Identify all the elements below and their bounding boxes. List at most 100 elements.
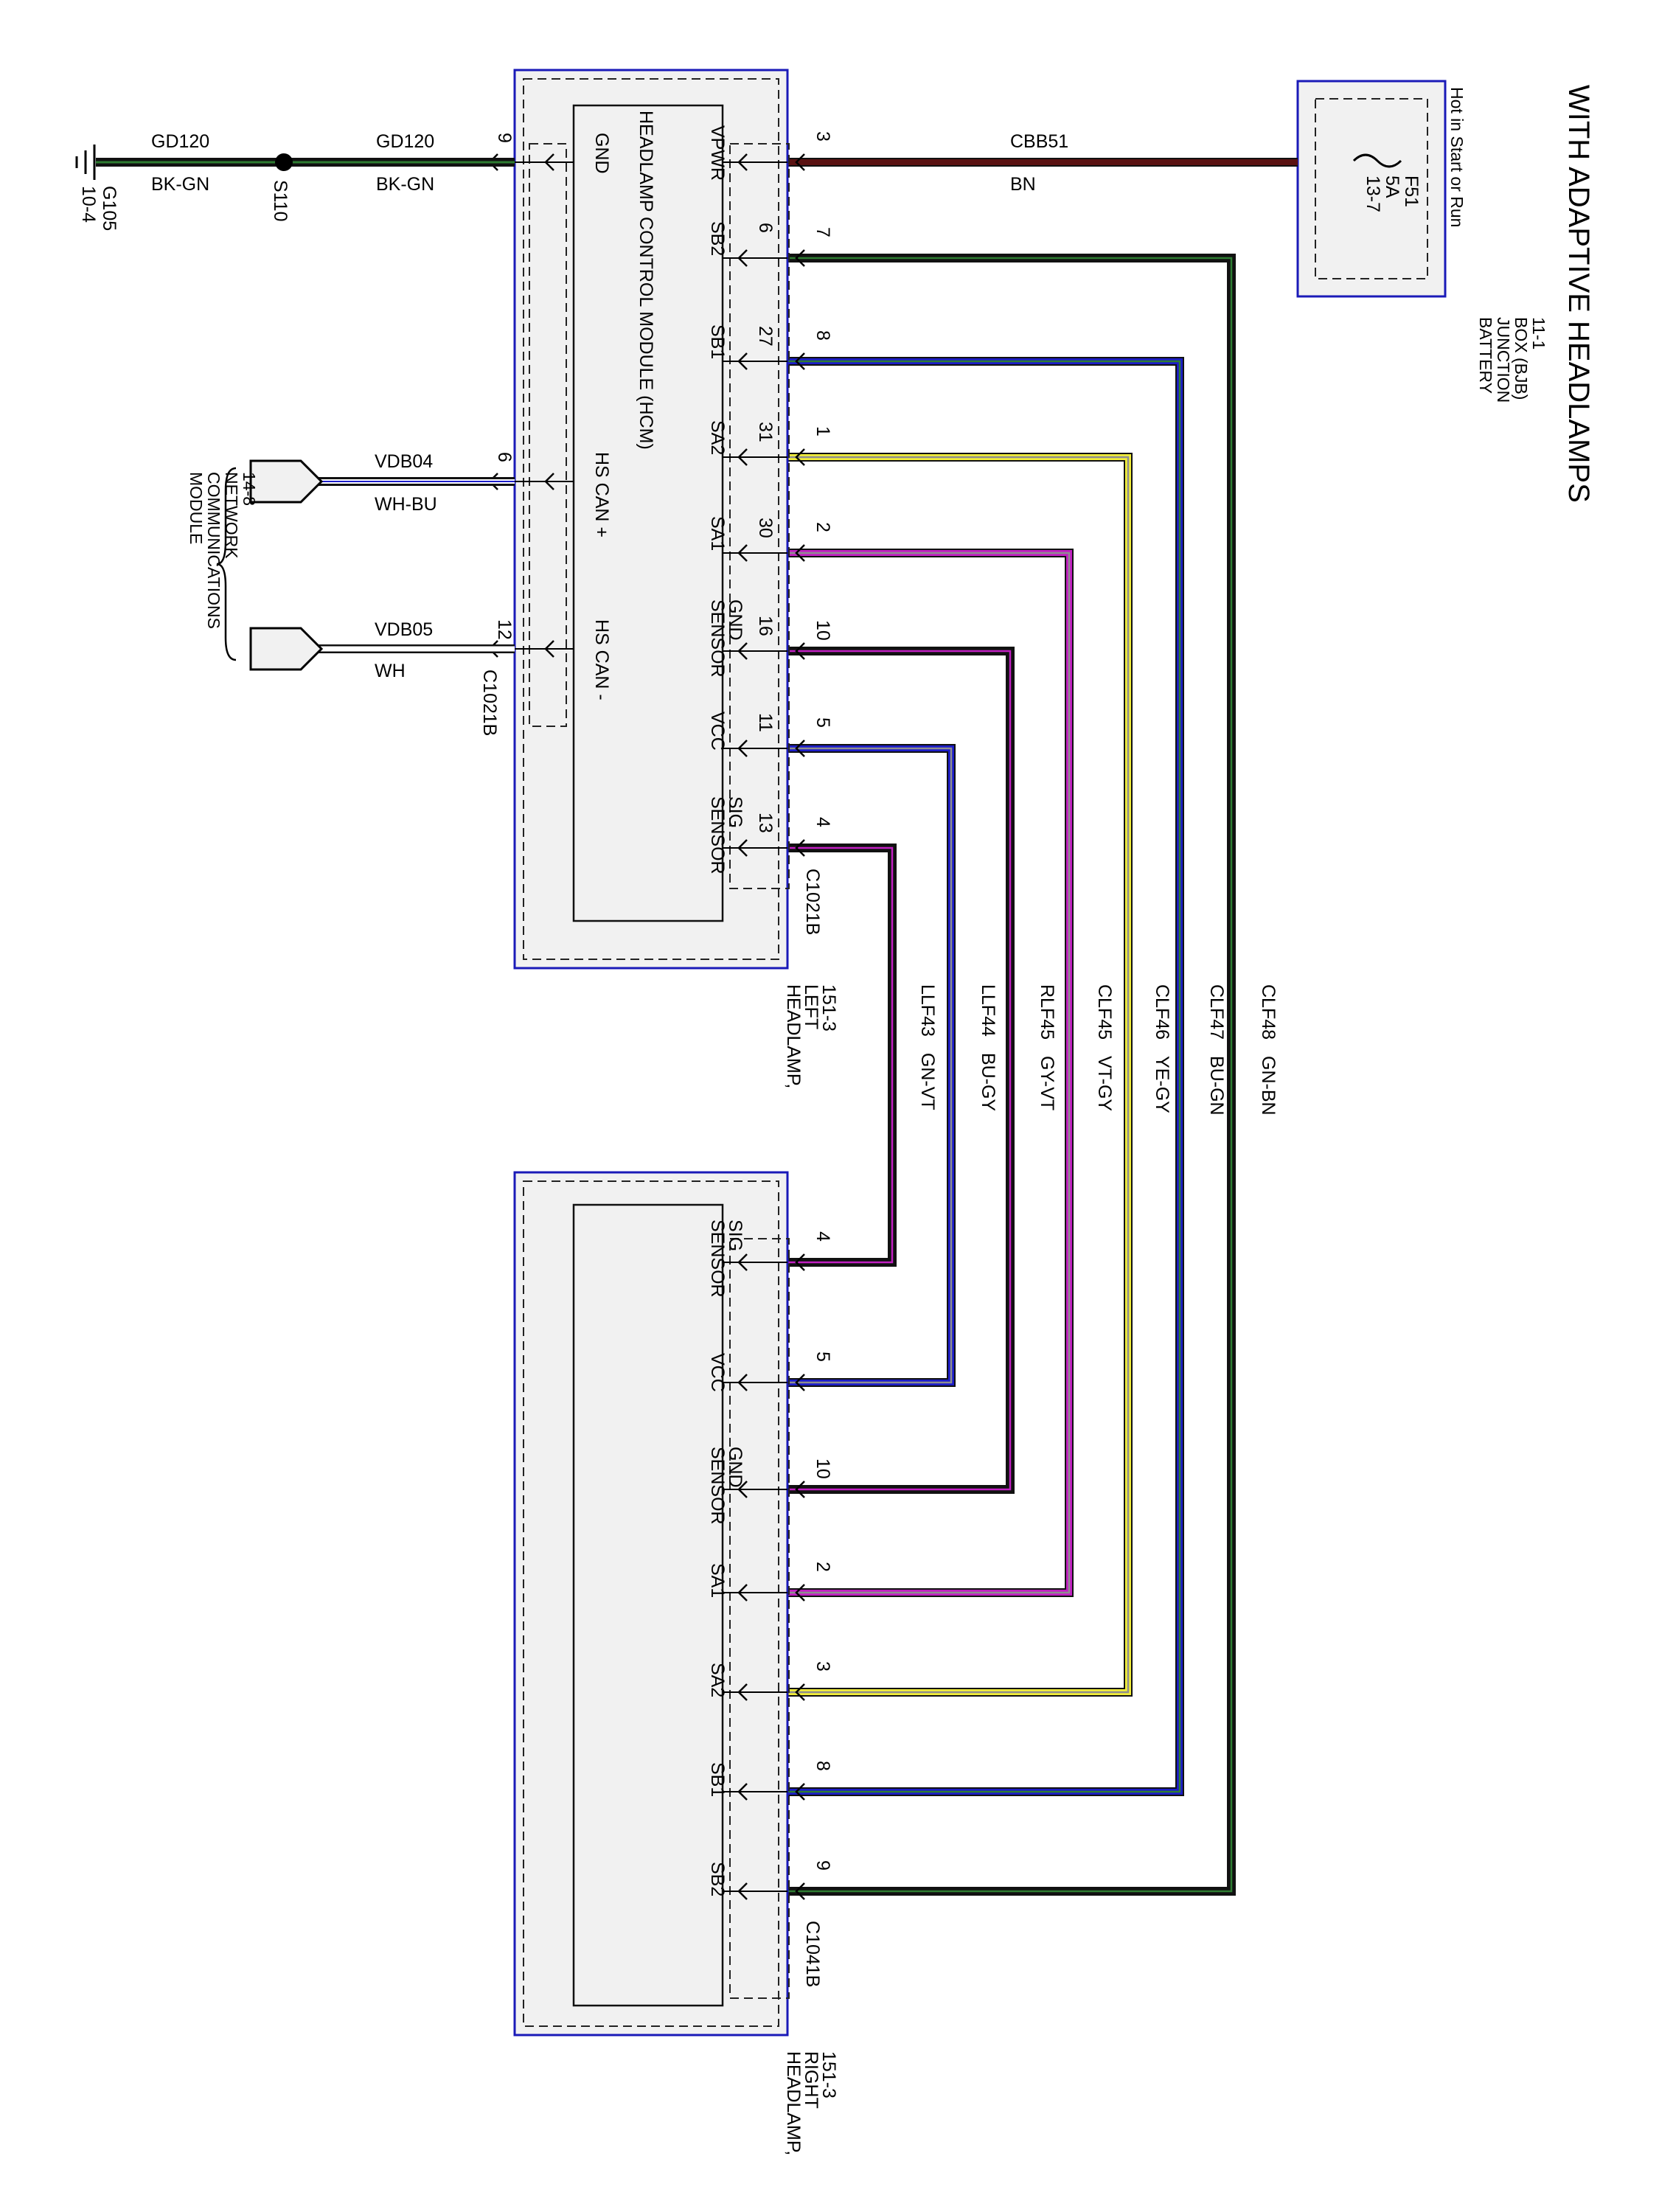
hcm-pin-name: SENSORGND [707,599,745,678]
hcm-outer-pin: 4 [813,817,833,827]
cbb51-color: BN [1010,174,1036,195]
bjb-hot-label: Hot in Start or Run [1447,87,1467,227]
pin-arrow-icon [737,740,748,757]
pin-arrow-icon [737,249,748,267]
hcm-pin-name: SA2 [707,420,728,455]
pin-arrow-icon [795,1882,805,1900]
ground-ref: 10-4 [78,186,99,223]
ground-circuit-left: GD120 [151,131,209,152]
fuse-icon [1352,153,1402,168]
pin-arrow-icon [795,1683,805,1701]
hcm-connector-label-left: C1021B [479,669,500,736]
wire-llf43 [787,844,897,1267]
pin-arrow-icon [737,1882,748,1900]
hcm-left-pin-name: HS CAN - [591,619,612,700]
pin-arrow-icon [737,1683,748,1701]
pin-arrow-icon [795,642,805,660]
pin-arrow-icon [795,1253,805,1271]
rh-outer-pin: 10 [813,1458,833,1479]
pin-arrow-icon [795,544,805,562]
pin-arrow-icon [795,1481,805,1498]
hcm-outer-pin: 3 [813,131,833,142]
rh-outer-pin: 5 [813,1352,833,1362]
rh-pin-name: VCC [707,1353,728,1392]
wire-clf47 [787,357,1184,1796]
splice-dot [275,153,293,171]
pin-arrow-icon [795,839,805,857]
hcm-left-pin-name: GND [591,133,612,174]
pin-arrow-icon [795,1584,805,1601]
can-low-circuit: VDB05 [375,619,433,640]
pin-arrow-icon [795,153,805,171]
headlamp-control-module: HEADLAMP CONTROL MODULE (HCM) C1021B C10… [479,69,839,1093]
pin-arrow-icon [544,640,554,658]
hcm-pin-name: VPWR [707,125,728,181]
hcm-inner-pin: 16 [755,616,776,636]
can-low-color: WH [375,661,406,681]
llf44-label: LLF44BU-GY [978,984,998,1111]
wire-labels: CBB51 BN CLF48GN-BN CLF47BU-GN CLF46YE-G… [917,131,1279,1116]
hcm-inner-pin: 13 [755,813,776,833]
rh-outer-pin: 4 [813,1231,833,1242]
can-high-circuit: VDB04 [375,451,433,472]
pin-arrow-icon [737,839,748,857]
hcm-outer-pin: 8 [813,330,833,341]
fuse-amps: 5A [1382,175,1402,198]
wire-clf45 [787,549,1074,1597]
wire-clf46 [787,453,1133,1697]
can-low-connector-icon [249,627,324,671]
rh-pin-name: SA2 [707,1663,728,1697]
wire-clf48 [787,254,1236,1896]
right-headlamp-connector-label: C1041B [802,1921,823,1987]
pin-arrow-icon [544,153,554,171]
rlf45-label: RLF45GY-VT [1037,984,1057,1110]
pin-arrow-icon [795,352,805,370]
hcm-caption: HEADLAMP, LEFT 151-3 [783,984,839,1093]
hcm-left-pin-number: 6 [494,452,515,462]
ground-circuit: GD120 BK-GN GD120 BK-GN S110 G105 10-4 [75,131,515,231]
bjb-name: BATTERY JUNCTION BOX (BJB) 11-1 [1476,317,1548,408]
pin-arrow-icon [737,1374,748,1391]
hcm-pin-name: SENSORSIG [707,796,745,874]
network-label: MODULE COMMUNICATIONS NETWORK 14-8 [187,472,259,633]
pin-arrow-icon [795,448,805,466]
hcm-inner-pin: 31 [755,422,776,442]
pin-arrow-icon [737,1481,748,1498]
rh-outer-pin: 8 [813,1761,833,1771]
pin-arrow-icon [737,153,748,171]
hcm-pin-name: SA1 [707,516,728,551]
hcm-pin-name: SB2 [707,221,728,256]
ground-color-right: BK-GN [376,174,434,195]
pin-arrow-icon [737,1783,748,1801]
clf46-label: CLF46YE-GY [1152,984,1172,1113]
hcm-left-pin-name: HS CAN + [591,452,612,538]
pin-arrow-icon [737,544,748,562]
wire-rlf45 [787,647,1015,1494]
pin-arrow-icon [737,448,748,466]
diagram-title: WITH ADAPTIVE HEADLAMPS [1562,85,1595,503]
network-brace-icon [216,467,237,661]
rh-outer-pin: 9 [813,1860,833,1871]
ground-circuit-right: GD120 [376,131,434,152]
can-high-color: WH-BU [375,494,437,515]
fuse-ref: 13-7 [1363,175,1383,212]
rh-pin-name: SA1 [707,1563,728,1598]
pin-arrow-icon [737,642,748,660]
clf45-label: CLF45VT-GY [1094,984,1115,1111]
pin-arrow-icon [737,1584,748,1601]
pin-arrow-icon [544,473,554,490]
hcm-pin-name: SB1 [707,324,728,359]
hcm-outer-pin: 5 [813,717,833,728]
ground-icon [75,145,96,180]
rh-pin-name: SENSORGND [707,1447,745,1525]
can-high-connector-icon [249,459,324,504]
can-bus: VDB04 WH-BU VDB05 WH MODULE COMMUNICATIO… [187,451,515,681]
wires-layer [787,158,1298,1896]
ground-color-left: BK-GN [151,174,209,195]
llf43-label: LLF43GN-VT [917,984,938,1110]
hcm-left-pin-number: 9 [494,133,515,143]
